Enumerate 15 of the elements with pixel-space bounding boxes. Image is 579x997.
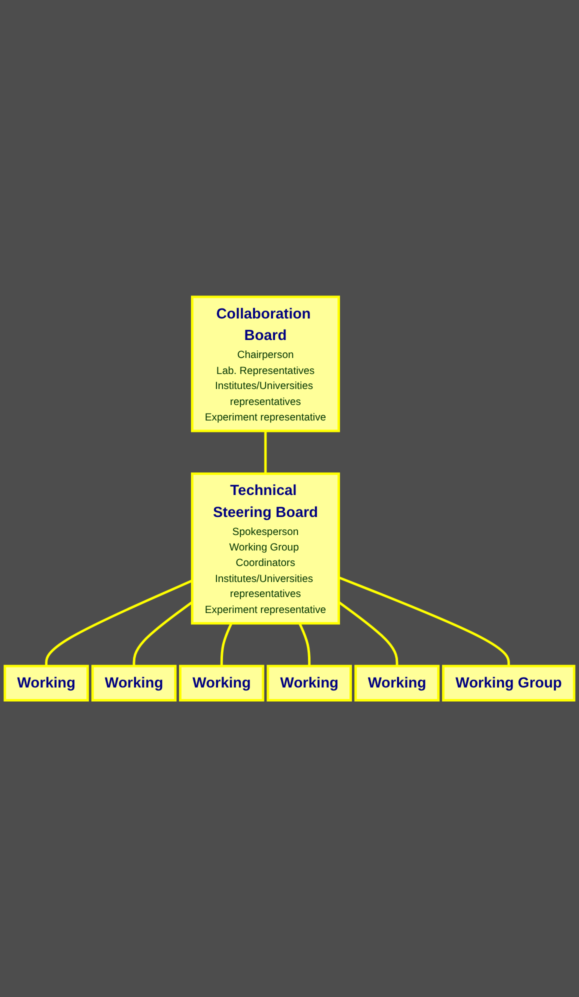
node-box: Working xyxy=(266,664,352,702)
node-box: Collaboration Board Chairperson Lab. Representatives Institutes/Universities representatives Experiment representative xyxy=(190,296,340,432)
connector xyxy=(298,622,311,666)
connector xyxy=(132,601,193,666)
node-box: Working Group xyxy=(442,664,576,702)
connector xyxy=(45,579,193,666)
connector xyxy=(338,601,398,666)
node-box: Working xyxy=(354,664,440,702)
connector xyxy=(264,430,267,474)
connector xyxy=(338,576,510,666)
node-box: Working xyxy=(179,664,264,702)
node-box: Working xyxy=(91,664,177,702)
node-box: Technical Steering Board Spokesperson Working Group Coordinators Institutes/Universities representatives Experiment representative xyxy=(190,472,340,624)
connector xyxy=(220,622,232,666)
node-box: Working xyxy=(4,664,89,702)
